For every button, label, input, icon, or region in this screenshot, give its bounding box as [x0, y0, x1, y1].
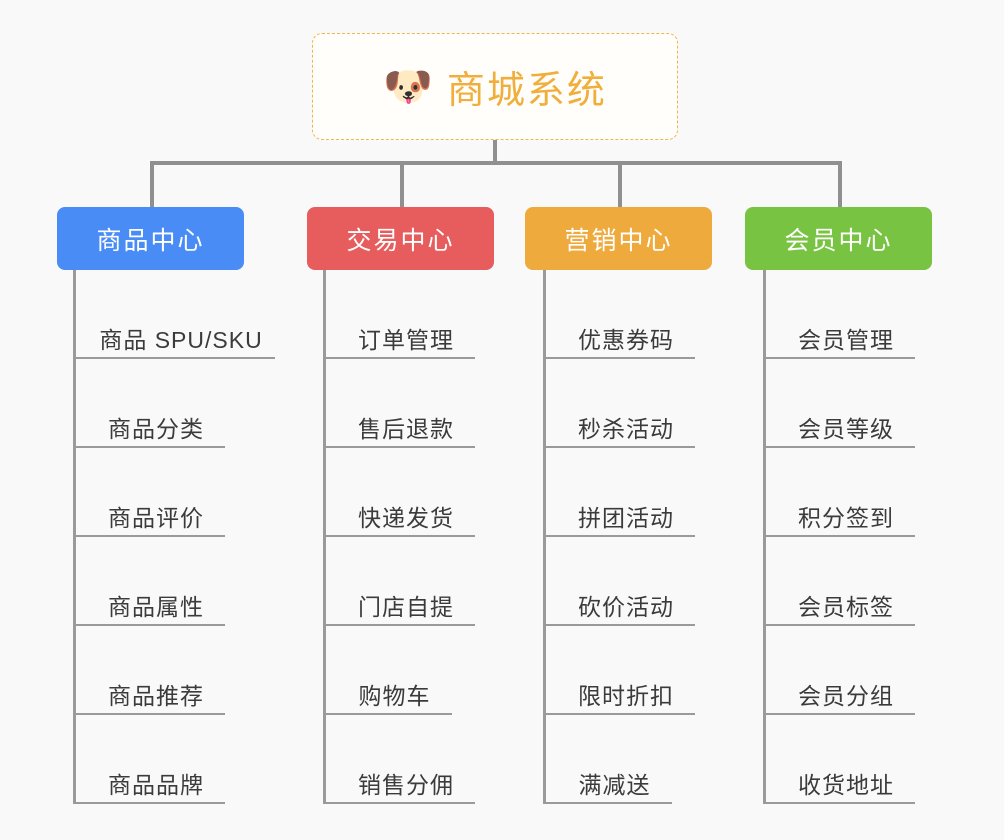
leaf-item-label: 会员分组	[798, 682, 894, 709]
category-box-member-center[interactable]: 会员中心	[745, 207, 932, 270]
leaf-item[interactable]: 购物车	[323, 626, 452, 715]
leaf-item-label: 商品属性	[108, 593, 204, 620]
leaf-item-label: 满减送	[578, 771, 651, 798]
leaf-item-label: 快递发货	[358, 504, 454, 531]
branch-drop-line-4	[838, 161, 842, 208]
leaf-item-label: 收货地址	[798, 771, 894, 798]
leaf-item[interactable]: 会员等级	[763, 359, 915, 448]
leaf-item[interactable]: 会员分组	[763, 626, 915, 715]
leaf-item-label: 商品 SPU/SKU	[99, 326, 263, 353]
leaf-item[interactable]: 商品评价	[73, 448, 225, 537]
root-stem-line	[493, 140, 497, 164]
category-title-member-center: 会员中心	[784, 226, 893, 255]
leaf-spine-line	[73, 270, 76, 804]
leaf-item[interactable]: 拼团活动	[543, 448, 695, 537]
category-box-product-center[interactable]: 商品中心	[57, 207, 244, 270]
branch-drop-line-1	[150, 161, 154, 208]
leaf-item-label: 商品推荐	[108, 682, 204, 709]
leaf-item-label: 优惠券码	[578, 326, 674, 353]
leaf-item[interactable]: 秒杀活动	[543, 359, 695, 448]
leaf-item[interactable]: 商品推荐	[73, 626, 225, 715]
category-box-trade-center[interactable]: 交易中心	[307, 207, 494, 270]
leaf-spine-line	[543, 270, 546, 804]
leaf-item-label: 积分签到	[798, 504, 894, 531]
leaf-item-label: 购物车	[358, 682, 431, 709]
branch-drop-line-2	[400, 161, 404, 208]
leaf-item[interactable]: 销售分佣	[323, 715, 475, 804]
category-title-marketing-center: 营销中心	[564, 226, 673, 255]
root-title: 商城系统	[446, 70, 607, 112]
leaf-item[interactable]: 满减送	[543, 715, 672, 804]
leaf-item-label: 会员等级	[798, 415, 894, 442]
leaf-item-label: 商品分类	[108, 415, 204, 442]
leaf-item-label: 销售分佣	[358, 771, 454, 798]
leaf-item[interactable]: 订单管理	[323, 270, 475, 359]
branch-bus-line	[150, 161, 842, 165]
leaf-item[interactable]: 限时折扣	[543, 626, 695, 715]
leaf-item-label: 商品品牌	[108, 771, 204, 798]
leaf-item[interactable]: 售后退款	[323, 359, 475, 448]
leaf-item-label: 门店自提	[358, 593, 454, 620]
leaf-item[interactable]: 积分签到	[763, 448, 915, 537]
category-title-product-center: 商品中心	[96, 226, 205, 255]
leaf-item-label: 限时折扣	[578, 682, 674, 709]
category-box-marketing-center[interactable]: 营销中心	[525, 207, 712, 270]
category-title-trade-center: 交易中心	[346, 226, 455, 255]
leaf-item[interactable]: 会员管理	[763, 270, 915, 359]
leaf-item-label: 砍价活动	[578, 593, 674, 620]
leaf-item[interactable]: 收货地址	[763, 715, 915, 804]
leaf-item-label: 会员管理	[798, 326, 894, 353]
leaf-item[interactable]: 快递发货	[323, 448, 475, 537]
leaf-item[interactable]: 商品属性	[73, 537, 225, 626]
shiba-dog-face-icon: 🐶	[383, 64, 433, 109]
leaf-item-label: 商品评价	[108, 504, 204, 531]
leaf-item[interactable]: 会员标签	[763, 537, 915, 626]
leaf-item-label: 秒杀活动	[578, 415, 674, 442]
leaf-spine-line	[323, 270, 326, 804]
root-node[interactable]: 🐶 商城系统	[312, 33, 678, 140]
leaf-item[interactable]: 商品 SPU/SKU	[73, 270, 275, 359]
branch-drop-line-3	[618, 161, 622, 208]
leaf-item[interactable]: 商品品牌	[73, 715, 225, 804]
leaf-item[interactable]: 门店自提	[323, 537, 475, 626]
leaf-item-label: 售后退款	[358, 415, 454, 442]
leaf-item[interactable]: 砍价活动	[543, 537, 695, 626]
leaf-item[interactable]: 商品分类	[73, 359, 225, 448]
leaf-spine-line	[763, 270, 766, 804]
leaf-item[interactable]: 优惠券码	[543, 270, 695, 359]
leaf-item-label: 拼团活动	[578, 504, 674, 531]
leaf-item-label: 会员标签	[798, 593, 894, 620]
leaf-item-label: 订单管理	[358, 326, 454, 353]
